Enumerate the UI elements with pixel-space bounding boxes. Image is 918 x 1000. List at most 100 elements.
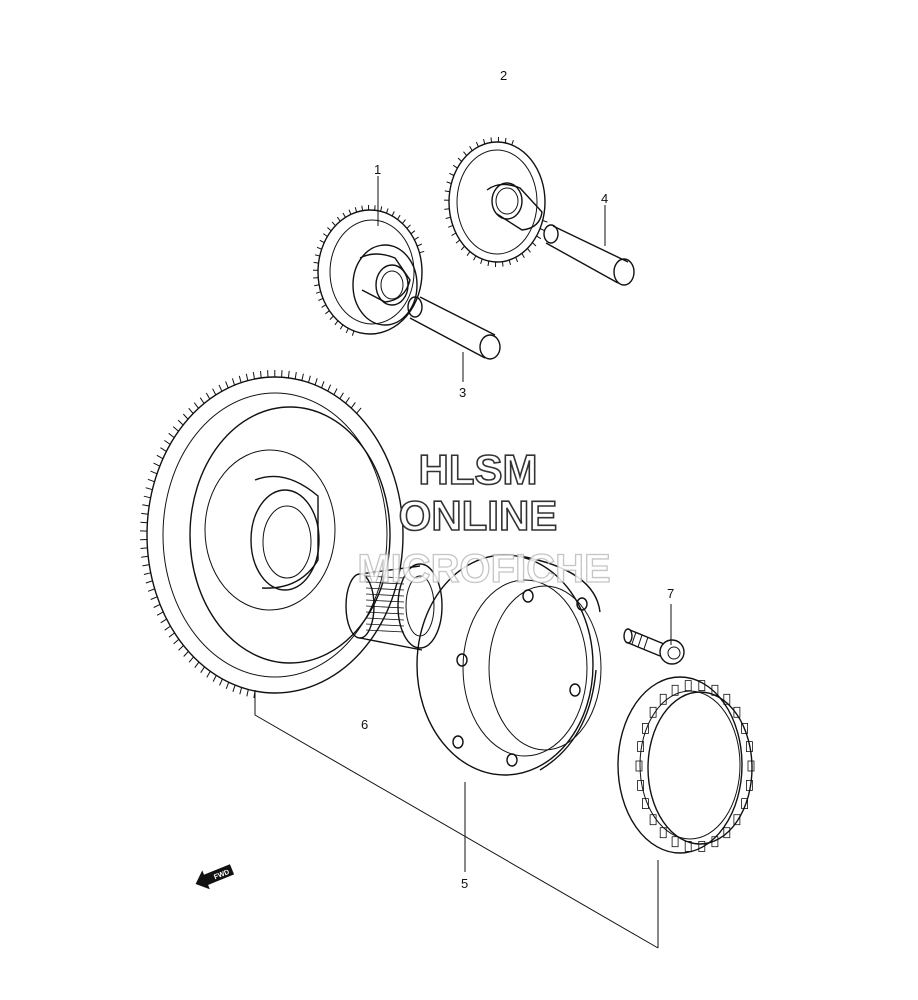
sprag-element (684, 841, 692, 852)
gear-tooth (469, 146, 473, 151)
gear-tooth (542, 220, 548, 223)
sprag-element (671, 684, 679, 696)
gear-tooth (141, 555, 149, 558)
leader-lines (254, 176, 672, 949)
gear-tooth (466, 251, 471, 256)
gear-tooth (232, 684, 236, 692)
gear-tooth (140, 521, 148, 524)
gear-tooth (318, 297, 324, 301)
gear-tooth (172, 426, 179, 432)
sprag-element (711, 836, 719, 848)
watermark-line-3: MICROFICHE (357, 547, 610, 591)
gear-tooth (416, 243, 423, 247)
needle-roller (365, 623, 405, 627)
gear-tooth (313, 261, 319, 264)
gear-tooth (168, 632, 175, 638)
gear-tooth (327, 227, 332, 232)
gear-tooth (147, 478, 155, 483)
watermark-line-2: ONLINE (399, 492, 558, 539)
gear-tooth (536, 235, 542, 240)
gear-tooth (342, 212, 346, 218)
gear-tooth (331, 221, 336, 227)
gear-tooth (339, 324, 344, 330)
needle-roller (365, 605, 405, 609)
sprag-element (723, 693, 731, 705)
gear-tooth (402, 219, 406, 224)
gear-tooth (508, 259, 511, 266)
gear-tooth (145, 580, 153, 584)
gear-tooth (156, 611, 164, 616)
callout-6: 6 (361, 717, 368, 732)
needle-roller (365, 581, 405, 585)
gear-tooth (321, 304, 327, 308)
gear-tooth (239, 687, 243, 695)
gear-tooth (199, 397, 205, 404)
reduction-gear-1 (312, 204, 425, 336)
gear-tooth (504, 137, 507, 143)
needle-roller (365, 611, 405, 615)
gear-tooth (156, 454, 164, 460)
gear-tooth (153, 462, 161, 467)
gear-tooth (314, 378, 318, 386)
gear-tooth (455, 239, 461, 244)
gear-tooth (160, 618, 167, 624)
gear-tooth (218, 384, 223, 392)
gear-tooth (141, 512, 149, 515)
gear-tooth (219, 678, 223, 686)
sprag-element (684, 680, 692, 691)
idler-gear-2 (443, 136, 548, 268)
sprag-element (733, 814, 741, 826)
sprag-element (746, 741, 753, 752)
gear-tooth (294, 372, 297, 380)
watermark-line-1: HLSM (419, 446, 538, 493)
gear-tooth (336, 216, 341, 222)
gear-tooth (391, 211, 395, 217)
sprag-element (733, 706, 741, 718)
sprag-element (698, 680, 706, 691)
gear-tooth (446, 181, 452, 184)
gear-tooth (168, 432, 175, 438)
sprag-element (635, 760, 643, 772)
gear-tooth (245, 373, 249, 381)
gear-tooth (386, 208, 389, 214)
sprag-element (642, 798, 649, 809)
gear-tooth (406, 224, 411, 229)
gear-tooth (521, 253, 525, 258)
gear-tooth (480, 258, 483, 264)
gear-tooth (527, 248, 531, 253)
gear-tooth (308, 375, 311, 383)
sprag-element (747, 760, 755, 772)
gear-tooth (147, 588, 155, 592)
sprag-element (649, 706, 657, 718)
sprag-element (637, 741, 644, 752)
gear-tooth (145, 487, 153, 491)
gear-tooth (212, 388, 217, 396)
sprag-element (671, 836, 679, 848)
gear-tooth (356, 407, 362, 414)
gear-tooth (350, 402, 356, 409)
gear-tooth (333, 388, 338, 395)
needle-roller (365, 599, 405, 603)
callout-3: 3 (459, 385, 466, 400)
gear-tooth (473, 255, 477, 261)
gear-tooth (140, 547, 148, 549)
gear-tooth (414, 236, 419, 241)
gear-tooth (164, 625, 171, 631)
gear-tooth (205, 392, 211, 400)
gear-tooth (200, 666, 205, 673)
sprag-element (741, 798, 748, 809)
gear-tooth (380, 206, 383, 212)
needle-roller (365, 617, 405, 621)
watermark: HLSM ONLINE MICROFICHE (357, 445, 612, 591)
gear-tooth (463, 151, 467, 156)
clutch-housing-5 (416, 554, 602, 776)
gear-tooth (445, 216, 451, 219)
gear-tooth (410, 230, 416, 235)
gear-tooth (231, 378, 236, 386)
gear-tooth (444, 208, 450, 210)
gear-tooth (164, 439, 171, 445)
gear-tooth (173, 638, 180, 645)
gear-tooth (194, 661, 200, 668)
gear-tooth (177, 419, 184, 426)
gear-tooth (345, 328, 349, 334)
